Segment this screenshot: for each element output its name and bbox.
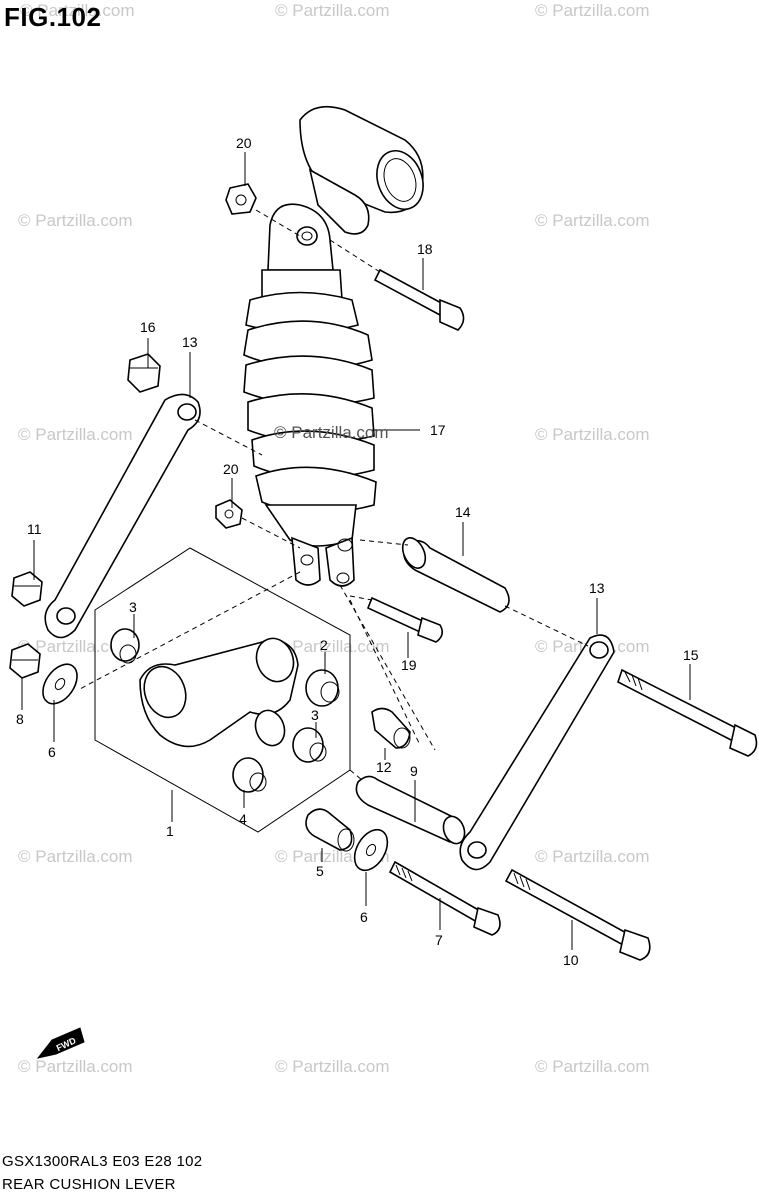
nut-20-lower (215, 499, 243, 529)
spacer-14 (401, 537, 510, 613)
watermark: © Partzilla.com (18, 211, 133, 230)
callout-19[interactable]: 19 (401, 657, 417, 673)
washer-6-left (42, 663, 78, 705)
spacer-12 (371, 707, 411, 749)
callout-1[interactable]: 1 (166, 823, 174, 839)
callout-6[interactable]: 6 (48, 744, 56, 760)
callout-6[interactable]: 6 (360, 909, 368, 925)
watermark-layer: © Partzilla.com © Partzilla.com © Partzi… (18, 1, 650, 1076)
bolt-7 (388, 860, 501, 936)
nut-20-upper (225, 183, 257, 215)
watermark: © Partzilla.com (275, 637, 390, 656)
watermark: © Partzilla.com (18, 847, 133, 866)
callout-14[interactable]: 14 (455, 504, 471, 520)
callout-10[interactable]: 10 (563, 952, 579, 968)
callout-3[interactable]: 3 (129, 599, 137, 615)
callout-20[interactable]: 20 (236, 135, 252, 151)
callout-16[interactable]: 16 (140, 319, 156, 335)
cushion-lever-assembly (94, 547, 351, 833)
callout-13[interactable]: 13 (182, 334, 198, 350)
rear-shock-absorber (243, 105, 424, 587)
bolt-18 (373, 268, 465, 331)
callout-2[interactable]: 2 (320, 637, 328, 653)
footer-description: REAR CUSHION LEVER (2, 1176, 176, 1193)
callout-4[interactable]: 4 (239, 811, 247, 827)
fwd-arrow-icon: FWD (36, 1027, 85, 1059)
watermark: © Partzilla.com (535, 847, 650, 866)
callout-20[interactable]: 20 (223, 461, 239, 477)
cushion-rod-13-right (459, 634, 615, 871)
bolt-19 (366, 596, 444, 643)
callout-7[interactable]: 7 (435, 932, 443, 948)
cushion-rod-13-left (44, 393, 201, 639)
watermark: © Partzilla.com (18, 425, 133, 444)
callout-11[interactable]: 11 (27, 521, 42, 537)
figure-title: FIG.102 (4, 2, 102, 32)
watermark: © Partzilla.com (275, 1057, 390, 1076)
watermark: © Partzilla.com (535, 211, 650, 230)
watermark: © Partzilla.com (18, 1057, 133, 1076)
callout-5[interactable]: 5 (316, 863, 324, 879)
callout-labels: 20 18 16 13 17 20 11 14 3 2 19 13 15 8 6… (16, 135, 699, 968)
spacer-9 (355, 775, 466, 845)
watermark: © Partzilla.com (535, 1057, 650, 1076)
washer-6-lower (353, 828, 389, 872)
nut-16 (127, 353, 161, 393)
watermark: © Partzilla.com (535, 1, 650, 20)
callout-3[interactable]: 3 (311, 707, 319, 723)
leader-lines (21, 152, 691, 950)
callout-9[interactable]: 9 (410, 763, 418, 779)
callout-12[interactable]: 12 (376, 759, 392, 775)
spacer-5 (305, 808, 355, 852)
watermark: © Partzilla.com (18, 637, 133, 656)
callout-18[interactable]: 18 (417, 241, 433, 257)
nut-11 (11, 571, 43, 607)
bolt-10 (504, 868, 651, 961)
callout-8[interactable]: 8 (16, 711, 24, 727)
watermark: © Partzilla.com (535, 425, 650, 444)
center-watermark: © Partzilla.com (274, 423, 389, 442)
callout-13[interactable]: 13 (589, 580, 605, 596)
callout-15[interactable]: 15 (683, 647, 699, 663)
callout-17[interactable]: 17 (430, 422, 446, 438)
watermark: © Partzilla.com (20, 1, 135, 20)
footer-model-code: GSX1300RAL3 E03 E28 102 (2, 1153, 203, 1170)
nut-8 (9, 643, 41, 679)
watermark: © Partzilla.com (275, 1, 390, 20)
assembly-lines (77, 209, 589, 781)
bolt-15 (617, 668, 758, 757)
